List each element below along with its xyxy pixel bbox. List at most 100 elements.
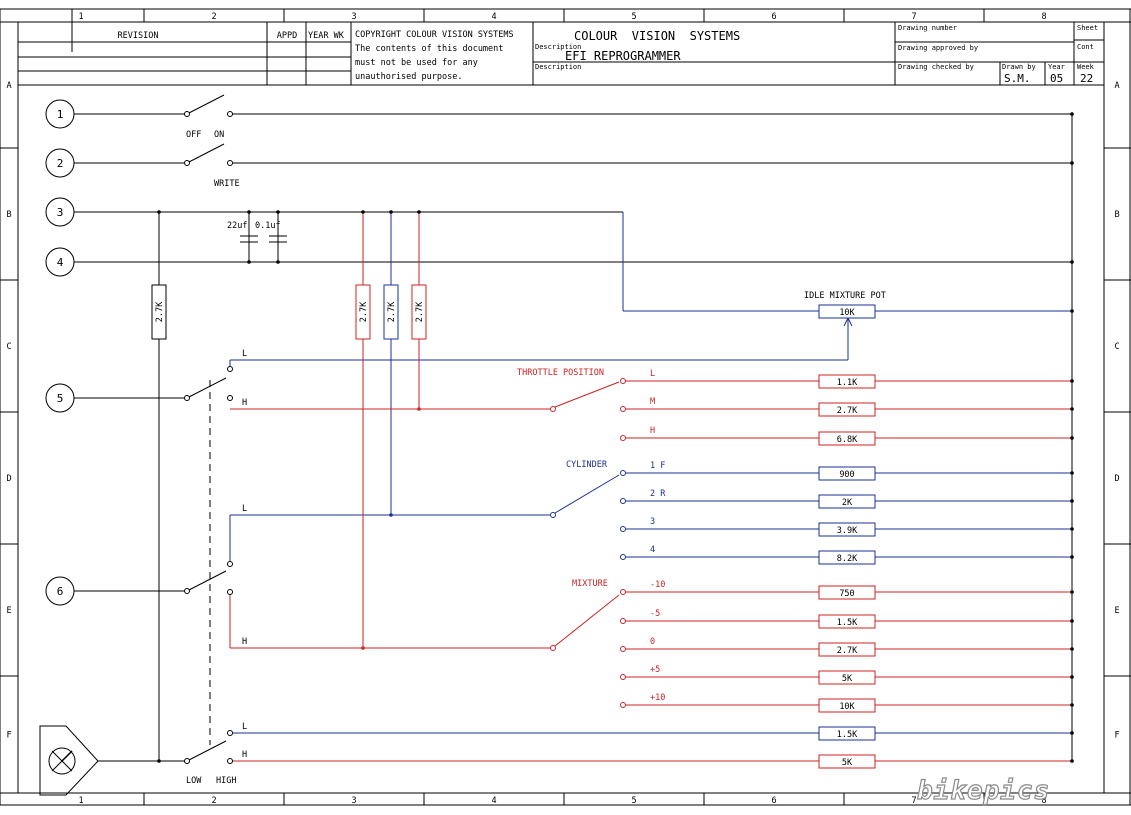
output-low-value: 1.5K xyxy=(837,730,858,740)
terminal-6[interactable]: 6 xyxy=(45,576,75,606)
switch-contact xyxy=(227,561,233,567)
sw5-h-label: H xyxy=(242,398,247,408)
pullup-resistor-4: 2.7K xyxy=(411,284,427,340)
drawing-checked-label: Drawing checked by xyxy=(898,63,974,71)
grid-col-top-5: 5 xyxy=(631,12,636,22)
mixture-resistor-value: 5K xyxy=(842,674,853,684)
cap-01uf-label: 0.1uf xyxy=(255,221,281,231)
mixture-position-4[interactable]: +55K xyxy=(620,665,1074,685)
drawn-by-value: S.M. xyxy=(1004,72,1031,85)
terminal-2[interactable]: 2 xyxy=(45,148,75,178)
switch-contact xyxy=(184,588,190,594)
switch-contact xyxy=(184,758,190,764)
pullup-value: 2.7K xyxy=(359,301,369,322)
grid-ticks xyxy=(0,9,1131,805)
cylinder-position-3[interactable]: 33.9K xyxy=(620,517,1074,537)
junction-dot xyxy=(1070,309,1074,313)
high-label: HIGH xyxy=(216,776,236,786)
year-wk-label: YEAR WK xyxy=(308,31,345,41)
blue-wiring xyxy=(229,212,1072,734)
mixture-position-tag: -5 xyxy=(650,609,660,619)
cylinder-position-4[interactable]: 48.2K xyxy=(620,545,1074,565)
mixture-resistor-value: 10K xyxy=(839,702,855,712)
junction-dot xyxy=(361,646,365,650)
cylinder-position-tag: 4 xyxy=(650,545,655,555)
write-label: WRITE xyxy=(214,179,240,189)
grid-row-right-D: D xyxy=(1114,474,1119,484)
pullup-value: 2.7K xyxy=(415,301,425,322)
terminals: 1 2 3 4 5 6 xyxy=(45,99,75,606)
junction-dot xyxy=(247,260,251,264)
junction-dot xyxy=(1070,759,1074,763)
company-name: COLOUR VISION SYSTEMS xyxy=(574,29,740,43)
throttle-position-1[interactable]: L 1.1K xyxy=(620,369,1074,389)
drawn-by-label: Drawn by xyxy=(1002,63,1036,71)
throttle-resistor-value: 1.1K xyxy=(837,378,858,388)
cap-22uf-label: 22uf xyxy=(227,221,247,231)
terminal-number: 4 xyxy=(57,256,64,269)
week-label: Week xyxy=(1077,63,1095,71)
throttle-position-tag: H xyxy=(650,426,655,436)
junction-dot xyxy=(389,513,393,517)
pullup-value: 2.7K xyxy=(155,301,165,322)
throttle-resistor-value: 6.8K xyxy=(837,435,858,445)
grid-col-bottom-8: 8 xyxy=(1041,796,1046,806)
grid-row-left-F: F xyxy=(6,731,11,741)
terminal-5[interactable]: 5 xyxy=(45,383,75,413)
junction-dot xyxy=(1070,731,1074,735)
throttle-position-tag: L xyxy=(650,369,655,379)
grid-row-left-E: E xyxy=(6,606,11,616)
grid-col-bottom-2: 2 xyxy=(211,796,216,806)
cylinder-position-tag: 3 xyxy=(650,517,655,527)
grid-col-top-4: 4 xyxy=(491,12,496,22)
switch-contact xyxy=(227,366,233,372)
grid-col-top-6: 6 xyxy=(771,12,776,22)
mixture-position-tag: -10 xyxy=(650,580,665,590)
selector-common-contact xyxy=(550,406,556,412)
terminal-4[interactable]: 4 xyxy=(45,247,75,277)
junction-dot xyxy=(361,210,365,214)
drawing-number-label: Drawing number xyxy=(898,24,957,32)
junction-dot xyxy=(1070,161,1074,165)
sw5-l-label: L xyxy=(242,349,247,359)
junction-dot xyxy=(389,210,393,214)
switch-contact xyxy=(184,160,190,166)
throttle-position-3[interactable]: H 6.8K xyxy=(620,426,1074,446)
throttle-position-2[interactable]: M2.7K xyxy=(620,397,1074,417)
switch-contact xyxy=(227,395,233,401)
grid-row-left-D: D xyxy=(6,474,11,484)
grid-col-bottom-5: 5 xyxy=(631,796,636,806)
copyright-line-2: The contents of this document xyxy=(355,44,503,54)
sw6-h-label: H xyxy=(242,637,247,647)
selector-common-contact xyxy=(550,512,556,518)
terminal-1[interactable]: 1 xyxy=(45,99,75,129)
throttle-position-tag: M xyxy=(650,397,655,407)
idle-mixture-pot[interactable]: 10K xyxy=(818,304,876,319)
switch-contacts xyxy=(157,111,556,764)
mixture-position-3[interactable]: 02.7K xyxy=(620,637,1074,657)
grid-row-left-A: A xyxy=(6,81,11,91)
terminal-number: 2 xyxy=(57,157,64,170)
grid-col-bottom-3: 3 xyxy=(351,796,356,806)
output-high-value: 5K xyxy=(842,758,853,768)
pullup-resistor-2: 2.7K xyxy=(355,284,371,340)
cylinder-position-2[interactable]: 2 R2K xyxy=(620,489,1074,509)
grid-col-top-2: 2 xyxy=(211,12,216,22)
year-label: Year xyxy=(1048,63,1065,71)
mixture-resistor-value: 1.5K xyxy=(837,618,858,628)
pullup-resistor-1: 2.7K xyxy=(151,284,167,340)
on-label: ON xyxy=(214,130,224,140)
idle-pot-value: 10K xyxy=(839,308,855,318)
black-wiring xyxy=(39,94,1073,796)
terminal-3[interactable]: 3 xyxy=(45,197,75,227)
drawing-title: EFI REPROGRAMMER xyxy=(565,49,681,63)
switch-contact xyxy=(227,111,233,117)
grid-row-right-A: A xyxy=(1114,81,1119,91)
mixture-position-2[interactable]: -5 1.5K xyxy=(620,609,1074,629)
copyright-line-1: COPYRIGHT COLOUR VISION SYSTEMS xyxy=(355,30,514,40)
cylinder-resistor-value: 2K xyxy=(842,498,853,508)
grid-row-right-E: E xyxy=(1114,606,1119,616)
